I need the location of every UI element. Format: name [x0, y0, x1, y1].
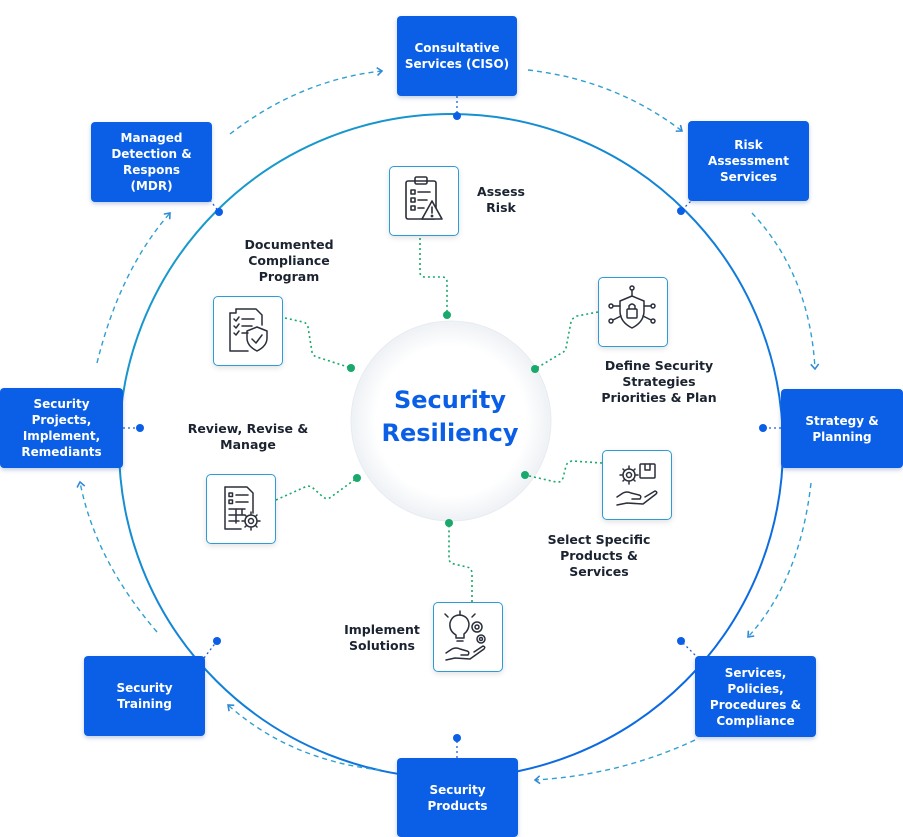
connector-review [275, 477, 358, 501]
label-define-strategies: Define Security Strategies Priorities & … [601, 358, 717, 405]
arrow-ciso-to-risk [527, 69, 683, 132]
center-title: Security Resiliency [381, 386, 519, 447]
box-security-training[interactable]: Security Training [84, 656, 205, 736]
clipboard-warning-icon [405, 176, 443, 220]
card-define-strategies [598, 277, 668, 347]
inner-junction-dots [347, 311, 539, 527]
lightbulb-gears-hand-icon [444, 610, 486, 661]
label-review-manage: Review, Revise & Manage [187, 421, 309, 452]
box-services-policies-compliance[interactable]: Services, Policies, Procedures & Complia… [695, 656, 816, 737]
box-managed-detection-mdr[interactable]: Managed Detection & Respons (MDR) [91, 122, 212, 202]
document-shield-check-icon [229, 308, 268, 352]
box-strategy-planning[interactable]: Strategy & Planning [781, 389, 903, 468]
inner-step-connectors [275, 238, 603, 602]
shield-lock-network-icon [608, 285, 656, 329]
box-consultative-services-ciso[interactable]: Consultative Services (CISO) [397, 16, 517, 96]
card-documented-compliance [213, 296, 283, 366]
arrow-risk-to-strategy [751, 212, 820, 371]
card-implement-solutions [433, 602, 503, 672]
arrow-training-to-projects [76, 480, 158, 633]
box-security-projects[interactable]: Security Projects, Implement, Remediants [0, 388, 123, 468]
box-security-products[interactable]: Security Products [397, 758, 518, 837]
card-review-manage [206, 474, 276, 544]
label-select-products: Select Specific Products & Services [547, 532, 651, 579]
label-assess-risk: Assess Risk [477, 184, 525, 215]
box-risk-assessment-services[interactable]: Risk Assessment Services [688, 121, 809, 201]
arrow-mdr-to-ciso [229, 66, 384, 135]
connector-documented [284, 317, 352, 369]
label-implement-solutions: Implement Solutions [344, 622, 420, 653]
arrow-products-to-training [227, 704, 381, 771]
arrow-policies-to-products [533, 739, 696, 785]
ring-junction-dots [136, 112, 767, 742]
card-assess-risk [389, 166, 459, 236]
arrow-projects-to-mdr [96, 212, 171, 364]
hand-gears-box-icon [616, 463, 658, 506]
arrow-strategy-to-policies [747, 482, 812, 638]
card-select-products [602, 450, 672, 520]
document-gear-icon [224, 486, 261, 531]
connector-implement [448, 523, 473, 602]
connector-assess [419, 238, 448, 315]
label-documented-compliance: Documented Compliance Program [244, 237, 334, 284]
outer-flow-arrows [76, 66, 820, 785]
